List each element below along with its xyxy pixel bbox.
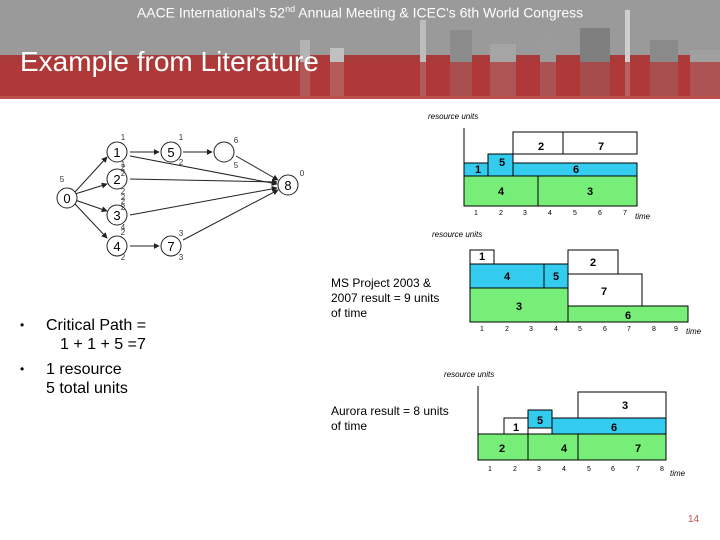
network-label: 5 [60, 175, 65, 184]
tick-label: 1 [488, 466, 492, 473]
network-label: 2 [121, 253, 126, 262]
network-label: 6 [234, 136, 239, 145]
task-block: 1 [475, 164, 481, 176]
bullet-dot-icon: • [20, 360, 24, 379]
task-block: 2 [590, 257, 596, 269]
schedule-chart-top: resource units 2 7 5 1 6 4 3 1 2 3 4 5 6… [428, 110, 660, 222]
header-banner: AACE International's 52nd Annual Meeting… [0, 0, 720, 96]
page-number: 14 [688, 514, 699, 525]
task-block: 7 [598, 141, 604, 153]
tick-label: 2 [513, 466, 517, 473]
tick-label: 4 [554, 326, 558, 333]
network-label: 2 [121, 169, 126, 178]
bullet-text: Critical Path = [46, 317, 146, 334]
task-block: 6 [573, 164, 579, 176]
tick-label: 3 [529, 326, 533, 333]
bullet-critical-path: • Critical Path = 1 + 1 + 5 =7 [20, 316, 146, 354]
tick-label: 5 [573, 210, 577, 217]
task-block: 4 [561, 443, 568, 455]
network-label: 5 [234, 161, 239, 170]
axis-label-time: time [670, 469, 686, 478]
task-block: 7 [635, 443, 641, 455]
network-label: 2 [179, 158, 184, 167]
slide-title: Example from Literature [20, 46, 319, 78]
task-block: 5 [499, 157, 505, 169]
task-block: 6 [611, 422, 617, 434]
tick-label: 7 [623, 210, 627, 217]
network-node-0: 0 [63, 191, 70, 206]
network-node-1: 1 [113, 145, 120, 160]
network-label: 2 [121, 193, 126, 202]
network-label: 3 [179, 253, 184, 262]
tick-label: 8 [652, 326, 656, 333]
task-block: 5 [537, 415, 543, 427]
task-block: 3 [516, 301, 522, 313]
bullet-text: 1 + 1 + 5 =7 [46, 335, 146, 354]
tick-label: 3 [523, 210, 527, 217]
network-label: 2 [121, 228, 126, 237]
tick-label: 7 [627, 326, 631, 333]
task-block: 5 [553, 271, 559, 283]
banner-divider [0, 96, 720, 99]
axis-label-resource-units: resource units [428, 112, 478, 121]
bullet-resources: • 1 resource 5 total units [20, 360, 146, 398]
tick-label: 7 [636, 466, 640, 473]
schedule-chart-aurora: resource units 3 1 5 6 2 4 7 1 2 3 4 5 6… [444, 368, 694, 480]
tick-label: 8 [660, 466, 664, 473]
axis-label-time: time [635, 212, 651, 221]
project-network-diagram: 0 1 2 3 4 5 7 8 1 1 6 2 2 3 1 2 5 2 2 2 … [50, 132, 312, 264]
network-node-8: 8 [284, 178, 291, 193]
tick-label: 4 [548, 210, 552, 217]
bullet-text: 5 total units [46, 379, 146, 398]
tick-label: 4 [562, 466, 566, 473]
task-block: 2 [499, 443, 505, 455]
network-node-3: 3 [113, 208, 120, 223]
network-node-5: 5 [167, 145, 174, 160]
bullet-text: 1 resource [46, 361, 122, 378]
tick-label: 6 [598, 210, 602, 217]
aurora-result-note: Aurora result = 8 units of time [331, 404, 451, 434]
bullet-list: • Critical Path = 1 + 1 + 5 =7 • 1 resou… [20, 316, 146, 404]
network-node-4: 4 [113, 239, 120, 254]
tick-label: 9 [674, 326, 678, 333]
task-block: 1 [479, 251, 485, 263]
network-label: 0 [300, 169, 305, 178]
task-block: 3 [587, 186, 593, 198]
tick-label: 5 [587, 466, 591, 473]
task-block: 4 [498, 186, 505, 198]
task-block: 6 [625, 310, 631, 322]
axis-label-resource-units: resource units [444, 370, 494, 379]
tick-label: 2 [499, 210, 503, 217]
tick-label: 6 [603, 326, 607, 333]
task-block: 4 [504, 271, 511, 283]
network-node-2: 2 [113, 172, 120, 187]
tick-label: 6 [611, 466, 615, 473]
network-label: 1 [179, 133, 184, 142]
schedule-chart-msproject: resource units 1 2 4 5 7 3 6 1 2 3 4 5 6… [432, 228, 712, 338]
task-block: 7 [601, 286, 607, 298]
bullet-dot-icon: • [20, 316, 24, 335]
network-label: 3 [179, 229, 184, 238]
tick-label: 2 [505, 326, 509, 333]
network-label: 2 [121, 203, 126, 212]
tick-label: 1 [474, 210, 478, 217]
task-block: 3 [622, 400, 628, 412]
network-label: 1 [121, 133, 126, 142]
axis-label-time: time [686, 327, 702, 336]
task-block: 2 [538, 141, 544, 153]
network-label: 1 [121, 160, 126, 169]
task-block: 1 [513, 422, 519, 434]
tick-label: 3 [537, 466, 541, 473]
tick-label: 1 [480, 326, 484, 333]
axis-label-resource-units: resource units [432, 230, 482, 239]
tick-label: 5 [578, 326, 582, 333]
network-node-7: 7 [167, 239, 174, 254]
conference-title: AACE International's 52nd Annual Meeting… [0, 4, 720, 21]
